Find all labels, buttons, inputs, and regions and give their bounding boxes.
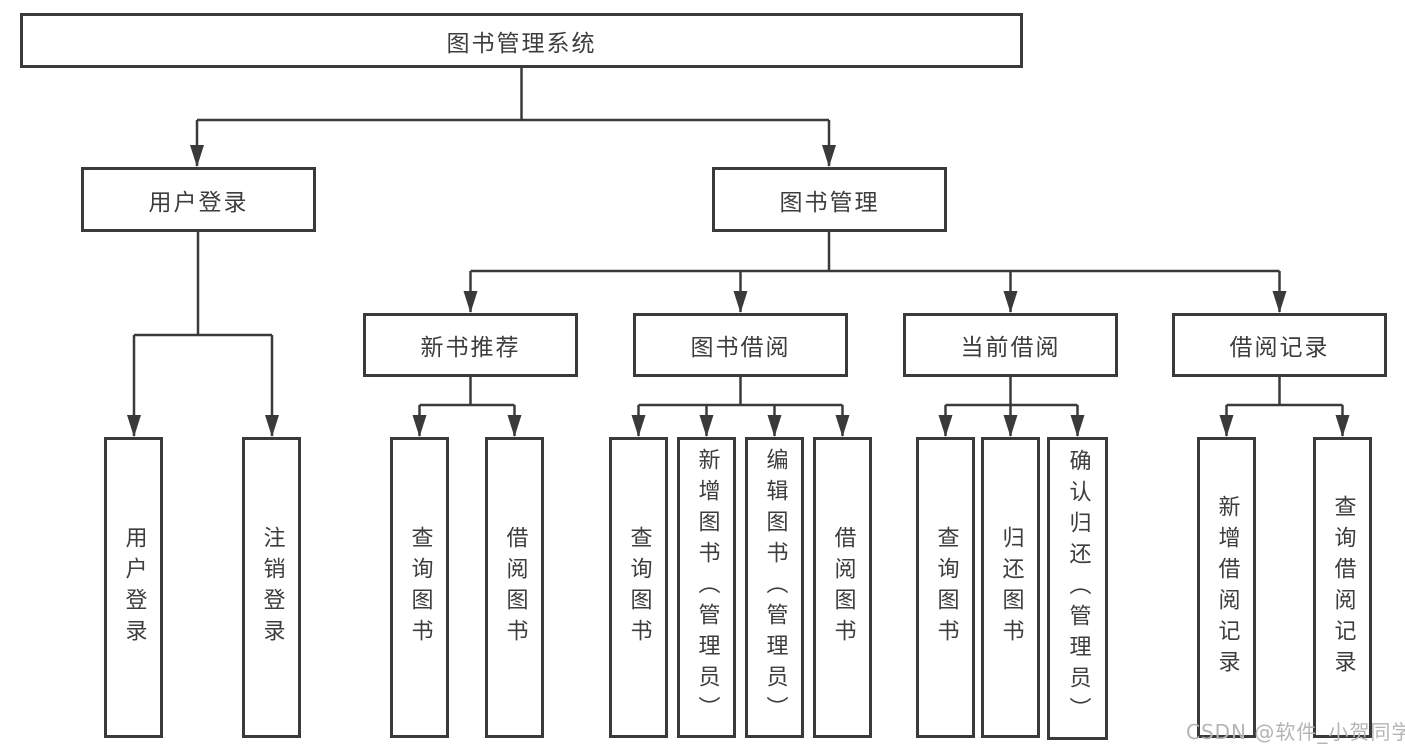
leaf-add-book-admin: 新增图书（管理员） <box>677 437 736 738</box>
leaf-edit-book-admin: 编辑图书（管理员） <box>745 437 804 738</box>
leaf-label: 新增图书（管理员） <box>694 448 720 727</box>
leaf-label: 查询图书 <box>626 525 652 650</box>
leaf-label: 新增借阅记录 <box>1214 494 1240 681</box>
leaf-label: 确认归还（管理员） <box>1065 449 1091 728</box>
node-book-borrow: 图书借阅 <box>633 313 848 377</box>
leaf-logout: 注销登录 <box>242 437 301 738</box>
leaf-label: 借阅图书 <box>502 525 528 650</box>
node-borrow-records: 借阅记录 <box>1172 313 1387 377</box>
leaf-label: 借阅图书 <box>830 525 856 650</box>
leaf-label: 用户登录 <box>121 525 147 650</box>
leaf-borrow-books-1: 借阅图书 <box>485 437 544 738</box>
leaf-label: 归还图书 <box>998 525 1024 650</box>
leaf-label: 注销登录 <box>259 525 285 650</box>
leaf-query-books-2: 查询图书 <box>609 437 668 738</box>
node-book-management: 图书管理 <box>712 167 947 232</box>
leaf-add-borrow-record: 新增借阅记录 <box>1197 437 1256 738</box>
node-library-system: 图书管理系统 <box>20 13 1023 68</box>
node-new-book-recommend: 新书推荐 <box>363 313 578 377</box>
leaf-label: 查询图书 <box>407 525 433 650</box>
leaf-user-login: 用户登录 <box>104 437 163 738</box>
leaf-return-book: 归还图书 <box>981 437 1040 738</box>
csdn-watermark: CSDN @软件_小贺同学 <box>1186 720 1405 744</box>
node-current-borrow: 当前借阅 <box>903 313 1118 377</box>
leaf-label: 查询借阅记录 <box>1330 494 1356 681</box>
leaf-label: 编辑图书（管理员） <box>762 448 788 727</box>
leaf-query-borrow-record: 查询借阅记录 <box>1313 437 1372 738</box>
node-user-login: 用户登录 <box>81 167 316 232</box>
leaf-confirm-return-admin: 确认归还（管理员） <box>1047 437 1108 740</box>
leaf-borrow-books-2: 借阅图书 <box>813 437 872 738</box>
leaf-label: 查询图书 <box>933 525 959 650</box>
leaf-query-books-3: 查询图书 <box>916 437 975 738</box>
leaf-query-books-1: 查询图书 <box>390 437 449 738</box>
